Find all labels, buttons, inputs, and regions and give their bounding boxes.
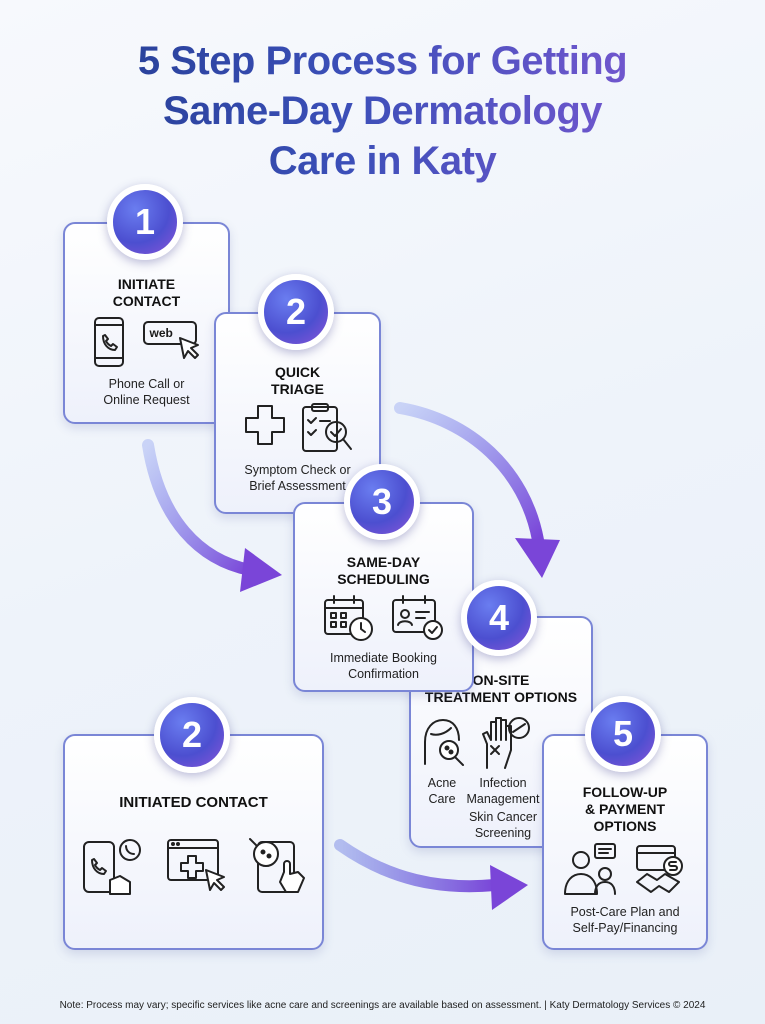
title-line: 5 Step Process for Getting <box>0 36 765 86</box>
title-line: Same-Day Dermatology <box>0 86 765 136</box>
clipboard-check-icon <box>301 403 352 452</box>
step-badge-1: 1 <box>107 184 183 260</box>
face-magnifier-icon <box>424 719 464 766</box>
initiated-contact-badge: 2 <box>154 697 230 773</box>
calendar-clock-icon <box>323 595 373 641</box>
doctor-patient-icon <box>564 843 616 895</box>
payment-handshake-icon <box>636 845 683 893</box>
appointment-confirmation-icon <box>391 595 443 640</box>
web-click-icon: web <box>142 316 202 364</box>
hand-bandage-icon <box>482 717 530 769</box>
footer-note: Note: Process may vary; specific service… <box>59 1000 706 1011</box>
phone-call-icon <box>82 839 141 895</box>
step-badge-2: 2 <box>258 274 334 350</box>
step-badge-4: 4 <box>461 580 537 656</box>
online-medical-request-icon <box>166 839 225 891</box>
smartphone-icon <box>93 317 124 367</box>
arrow-contact-to-5 <box>334 839 528 910</box>
title-line: Care in Katy <box>0 136 765 186</box>
step-badge-5: 5 <box>585 696 661 772</box>
page-title: 5 Step Process for Getting Same-Day Derm… <box>0 36 765 186</box>
tablet-skin-scan-icon <box>248 838 305 893</box>
medical-cross-icon <box>244 405 285 445</box>
card-heading: INITIATED CONTACT <box>119 794 268 811</box>
step-badge-3: 3 <box>344 464 420 540</box>
